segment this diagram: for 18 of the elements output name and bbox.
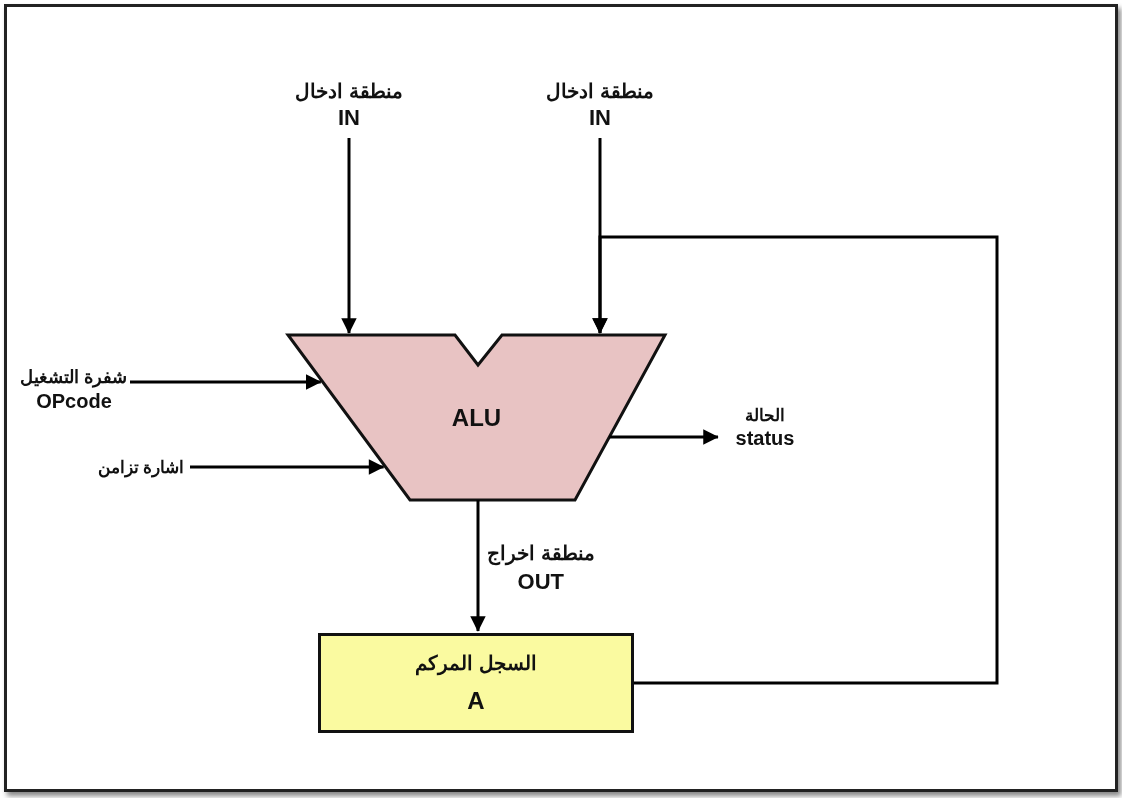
arrow bbox=[592, 235, 999, 685]
node-text: اشارة تزامن bbox=[97, 457, 185, 479]
node-text: الحالة bbox=[745, 404, 785, 427]
node-text: منطقة ادخال bbox=[546, 78, 654, 104]
node-subtext: OPcode bbox=[36, 388, 112, 414]
arrow bbox=[130, 374, 322, 390]
node-text: شفرة التشغيل bbox=[20, 366, 128, 389]
node-text: السجل المركم bbox=[415, 650, 537, 676]
node-text: ALU bbox=[451, 402, 502, 433]
node-text: منطقة ادخال bbox=[295, 78, 403, 104]
arrow bbox=[341, 138, 357, 334]
arrow bbox=[190, 459, 385, 475]
arrow bbox=[470, 500, 486, 632]
node-subtext: IN bbox=[338, 103, 360, 132]
accumulator-register-box bbox=[318, 633, 634, 733]
node-subtext: A bbox=[467, 685, 485, 716]
node-subtext: IN bbox=[589, 103, 611, 132]
node-subtext: status bbox=[735, 426, 795, 452]
